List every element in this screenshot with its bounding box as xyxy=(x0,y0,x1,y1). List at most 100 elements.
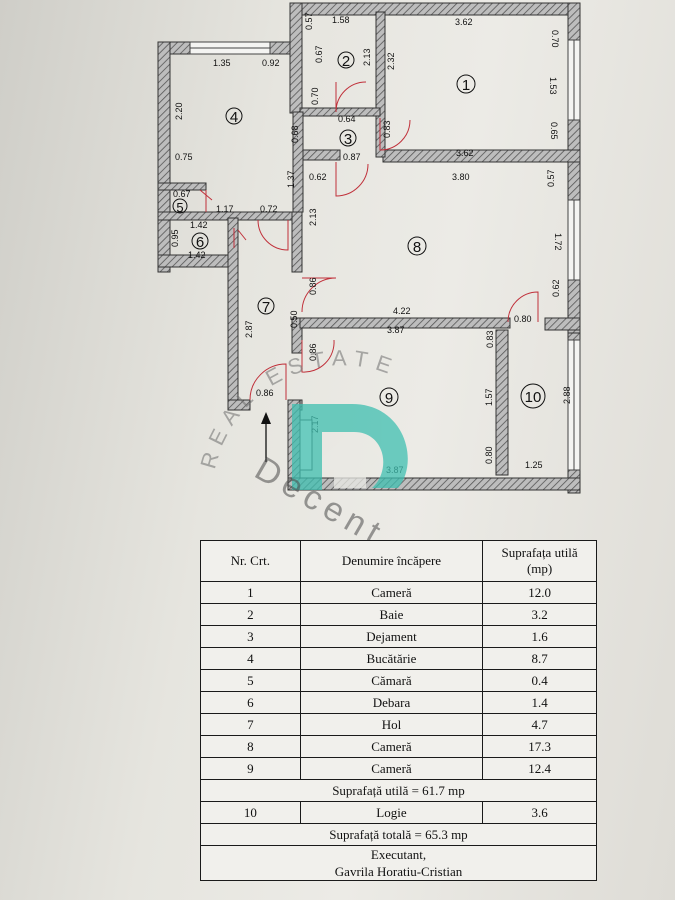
room-number-3: 3 xyxy=(339,129,357,148)
dim-label: 0.67 xyxy=(314,45,324,63)
svg-text:10: 10 xyxy=(525,389,542,406)
dim-label: 3.87 xyxy=(387,325,405,335)
cell-nr: 10 xyxy=(200,801,301,824)
cell-area: 8.7 xyxy=(482,647,597,670)
cell-name: Cameră xyxy=(299,581,484,604)
dim-label: 1.53 xyxy=(548,77,558,95)
dim-label: 1.37 xyxy=(286,170,296,188)
floor-plan: 1 2 3 4 5 6 7 8 9 10 0.57 1.58 3.62 0.70… xyxy=(157,2,581,494)
cell-name: Debara xyxy=(299,691,484,714)
entrance-arrow xyxy=(261,412,271,462)
dim-label: 0.87 xyxy=(343,152,361,162)
svg-text:3: 3 xyxy=(344,131,352,148)
dim-label: 0.80 xyxy=(484,446,494,464)
cell-name: Cămară xyxy=(299,669,484,692)
grand-total-row: Suprafață totală = 65.3 mp xyxy=(200,823,597,846)
dim-label: 0.68 xyxy=(290,125,300,143)
room-number-7: 7 xyxy=(257,297,275,316)
executant-name: Gavrila Horatiu-Cristian xyxy=(334,864,463,879)
dim-label: 0.64 xyxy=(338,114,356,124)
cell-nr: 9 xyxy=(200,757,301,780)
dim-label: 0.83 xyxy=(485,330,495,348)
cell-name: Baie xyxy=(299,603,484,626)
cell-nr: 5 xyxy=(200,669,301,692)
cell-nr: 4 xyxy=(200,647,301,670)
dim-label: 4.22 xyxy=(393,306,411,316)
dim-label: 2.13 xyxy=(362,48,372,66)
cell-name: Bucătărie xyxy=(299,647,484,670)
cell-nr: 2 xyxy=(200,603,301,626)
cell-nr: 3 xyxy=(200,625,301,648)
dim-label: 1.58 xyxy=(332,15,350,25)
dim-label: 0.70 xyxy=(310,87,320,105)
room-number-9: 9 xyxy=(379,387,399,407)
useful-total-row: Suprafață utilă = 61.7 mp xyxy=(200,779,597,802)
dim-label: 3.80 xyxy=(452,172,470,182)
room-number-8: 8 xyxy=(407,236,427,256)
windows xyxy=(189,39,581,471)
cell-nr: 7 xyxy=(200,713,301,736)
dim-label: 0.62 xyxy=(309,172,327,182)
svg-text:4: 4 xyxy=(230,109,238,126)
dim-label: 0.65 xyxy=(549,122,559,140)
svg-text:2: 2 xyxy=(342,53,350,70)
table-header-row: Nr. Crt. Denumire încăpere Suprafața uti… xyxy=(200,540,597,582)
room-numbers: 1 2 3 4 5 6 7 8 9 10 xyxy=(172,51,546,409)
area-table: Nr. Crt. Denumire încăpere Suprafața uti… xyxy=(200,540,597,881)
cell-area: 3.6 xyxy=(482,801,597,824)
dim-label: 0.95 xyxy=(170,229,180,247)
dim-label: 0.70 xyxy=(550,30,560,48)
svg-text:6: 6 xyxy=(196,234,204,251)
dim-label: 0.75 xyxy=(175,152,193,162)
room-number-5: 5 xyxy=(172,198,188,215)
grand-total: Suprafață totală = 65.3 mp xyxy=(200,823,597,846)
header-name: Denumire încăpere xyxy=(299,540,484,582)
dim-label: 0.72 xyxy=(260,204,278,214)
dim-label: 3.62 xyxy=(455,17,473,27)
cell-area: 3.2 xyxy=(482,603,597,626)
header-area: Suprafața utilă(mp) xyxy=(482,540,597,582)
dim-label: 2.87 xyxy=(244,320,254,338)
cell-area: 12.0 xyxy=(482,581,597,604)
dim-label: 0.86 xyxy=(256,388,274,398)
svg-text:1: 1 xyxy=(462,77,470,94)
cell-name: Cameră xyxy=(299,757,484,780)
dim-label: 0.86 xyxy=(308,343,318,361)
dim-label: 0.57 xyxy=(546,169,556,187)
room-number-2: 2 xyxy=(337,51,355,70)
doors xyxy=(199,81,539,401)
cell-area: 1.4 xyxy=(482,691,597,714)
dim-label: 1.17 xyxy=(216,204,234,214)
room-number-6: 6 xyxy=(191,232,209,251)
dim-label: 1.25 xyxy=(525,460,543,470)
cell-nr: 8 xyxy=(200,735,301,758)
dim-label: 1.57 xyxy=(484,388,494,406)
cell-area: 1.6 xyxy=(482,625,597,648)
dim-label: 2.13 xyxy=(308,208,318,226)
dim-label: 0.80 xyxy=(514,314,532,324)
cell-name: Logie xyxy=(299,801,484,824)
table-row-loggia: 10 Logie 3.6 xyxy=(200,801,597,824)
room-number-10: 10 xyxy=(520,383,546,409)
header-nr: Nr. Crt. xyxy=(200,540,301,582)
dim-label: 0.50 xyxy=(289,310,299,328)
cell-area: 4.7 xyxy=(482,713,597,736)
dim-label: 2.88 xyxy=(562,386,572,404)
room-number-1: 1 xyxy=(456,74,476,94)
footer-row: Executant,Gavrila Horatiu-Cristian xyxy=(200,845,597,881)
svg-text:9: 9 xyxy=(385,390,393,407)
cell-area: 12.4 xyxy=(482,757,597,780)
cell-nr: 1 xyxy=(200,581,301,604)
dimension-labels: 0.57 1.58 3.62 0.70 0.67 2.13 2.32 1.35 … xyxy=(170,12,572,475)
dim-label: 2.20 xyxy=(174,102,184,120)
cell-name: Cameră xyxy=(299,735,484,758)
